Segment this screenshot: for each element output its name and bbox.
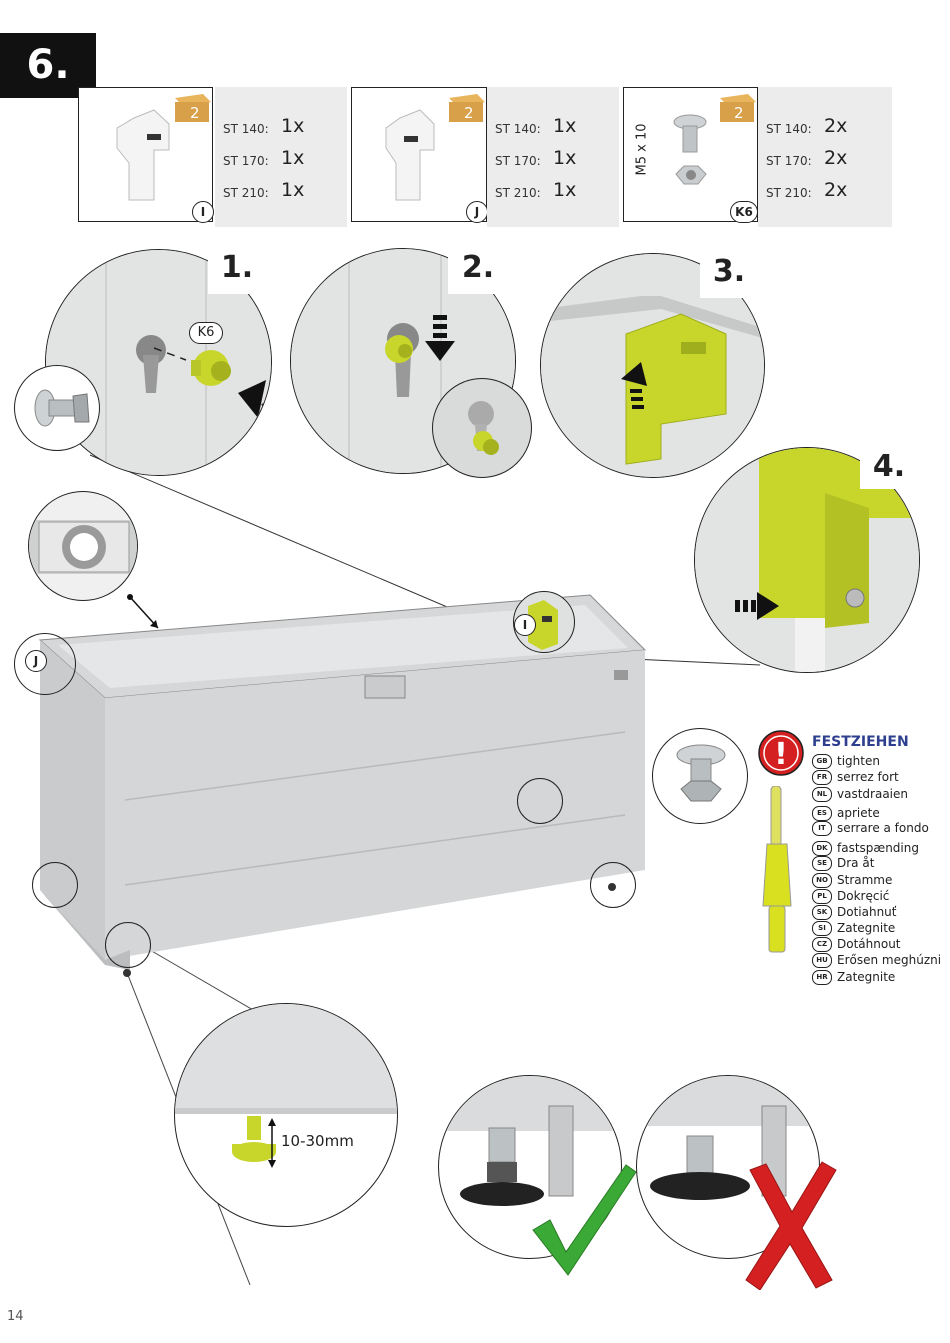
box-qty-j: 2 bbox=[464, 104, 474, 122]
substep-label-3: 3. bbox=[700, 252, 758, 298]
table-row: ST 210:1x bbox=[223, 179, 305, 201]
bolt-icon bbox=[673, 114, 707, 153]
up-arrow-icon bbox=[621, 362, 647, 409]
correct-foot-circle bbox=[438, 1075, 622, 1259]
callout-tag-j: J bbox=[25, 650, 47, 672]
substep-label-4: 4. bbox=[860, 447, 918, 489]
detail-inset-2 bbox=[432, 378, 532, 478]
marker-circle bbox=[105, 922, 151, 968]
bolt-zoom-circle bbox=[14, 365, 100, 451]
k6-callout-tag: K6 bbox=[189, 322, 223, 344]
warning-mark: ! bbox=[774, 737, 788, 772]
marker-circle bbox=[590, 862, 636, 908]
spirit-level-circle bbox=[28, 491, 138, 601]
table-row: ST 170:1x bbox=[495, 147, 577, 169]
height-arrow-icon bbox=[268, 1118, 276, 1168]
substep-label-1: 1. bbox=[208, 248, 266, 294]
table-row: ST 170:2x bbox=[766, 147, 848, 169]
part-image-k6: 2 M5 x 10 K6 bbox=[623, 87, 758, 223]
screwdriver-icon bbox=[762, 786, 792, 953]
part-tag-k6: K6 bbox=[730, 201, 758, 223]
down-arrow-icon bbox=[425, 315, 455, 361]
substep-label-2: 2. bbox=[448, 248, 508, 294]
part-table-j: ST 140:1x ST 170:1x ST 210:1x bbox=[487, 87, 619, 227]
table-row: ST 140:2x bbox=[766, 115, 848, 137]
storage-box-drawing bbox=[38, 594, 647, 977]
table-row: ST 140:1x bbox=[223, 115, 305, 137]
part-tag-i: I bbox=[192, 201, 214, 223]
k6-bolt-yellow bbox=[191, 350, 231, 386]
marker-circle bbox=[517, 778, 563, 824]
marker-circle bbox=[32, 862, 78, 908]
foot-adjust-circle bbox=[174, 1003, 398, 1227]
tighten-bolt-circle bbox=[652, 728, 748, 824]
box-icon bbox=[449, 94, 485, 122]
check-icon bbox=[532, 1164, 637, 1276]
box-icon bbox=[175, 94, 211, 122]
keyhole-slot bbox=[136, 335, 166, 393]
adjust-range-label: 10-30mm bbox=[281, 1132, 354, 1150]
detail-circle-3 bbox=[540, 253, 765, 478]
k6-bolt-yellow bbox=[385, 335, 413, 363]
callout-circle-i bbox=[513, 591, 575, 653]
part-table-k6: ST 140:2x ST 170:2x ST 210:2x bbox=[758, 87, 892, 227]
warning-icon: ! bbox=[758, 730, 804, 776]
table-row: ST 170:1x bbox=[223, 147, 305, 169]
table-row: ST 210:1x bbox=[495, 179, 577, 201]
tighten-title: FESTZIEHEN bbox=[812, 734, 909, 750]
box-icon bbox=[720, 94, 756, 122]
push-arrow-icon bbox=[735, 592, 779, 620]
table-row: ST 140:1x bbox=[495, 115, 577, 137]
part-image-j: 2 J bbox=[351, 87, 488, 223]
nut-icon bbox=[675, 165, 707, 185]
page-number: 14 bbox=[7, 1309, 24, 1324]
callout-tag-i: I bbox=[514, 614, 536, 636]
part-image-i: 2 I bbox=[78, 87, 214, 223]
table-row: ST 210:2x bbox=[766, 179, 848, 201]
box-qty-i: 2 bbox=[190, 104, 200, 122]
callout-circle-j bbox=[14, 633, 76, 695]
step-number: 6. bbox=[0, 33, 96, 98]
cross-icon bbox=[745, 1161, 837, 1290]
part-table-i: ST 140:1x ST 170:1x ST 210:1x bbox=[215, 87, 347, 227]
box-qty-k6: 2 bbox=[734, 104, 744, 122]
